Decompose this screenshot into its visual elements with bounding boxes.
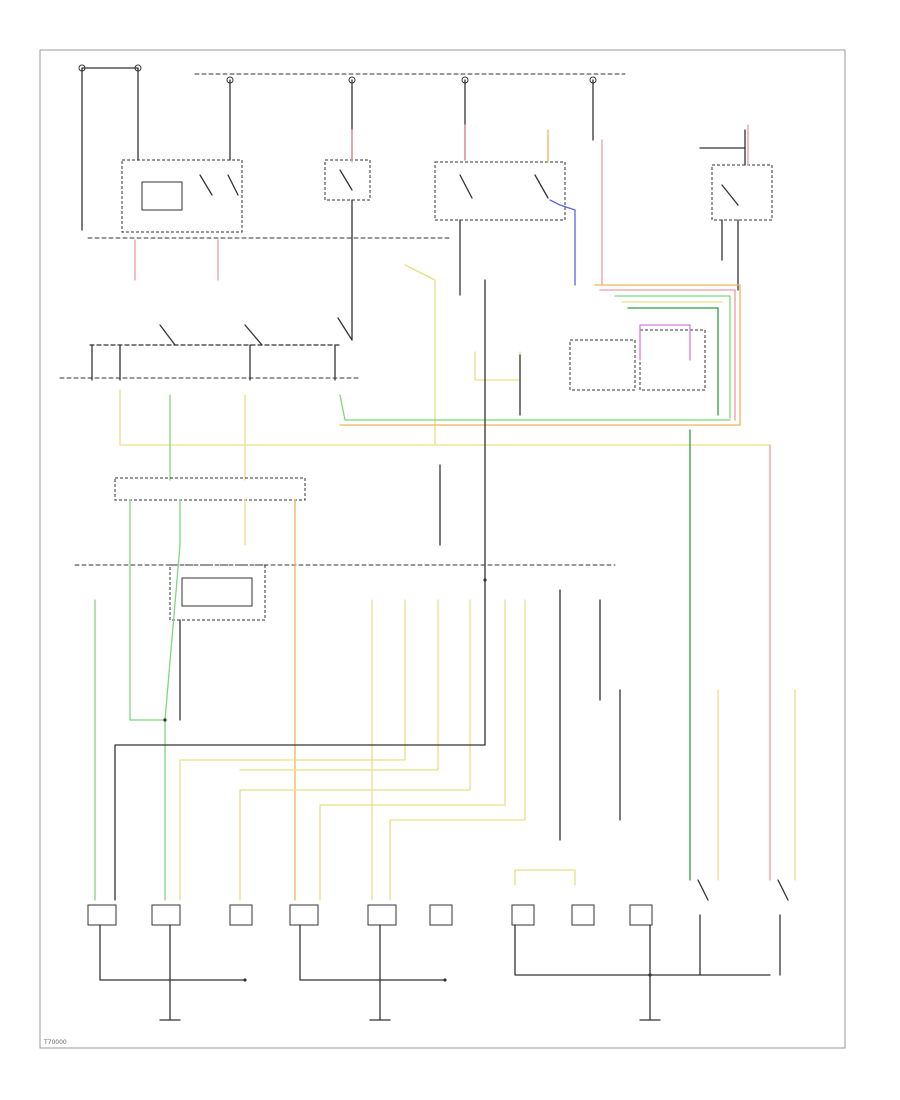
dimmer-switch	[324, 159, 371, 201]
diagram-border	[39, 49, 846, 1049]
lamp-row	[87, 879, 789, 926]
trailer-relay	[699, 129, 773, 291]
ground-bus	[99, 914, 781, 1021]
flasher-relay	[169, 564, 266, 621]
junction-connector	[74, 219, 616, 581]
fuse-section	[78, 64, 626, 231]
diagram-code: T70000	[43, 1039, 67, 1046]
hazard-switch	[434, 161, 566, 221]
combination-switch	[121, 159, 243, 233]
headlamp-switch	[59, 199, 361, 381]
trailer-connector	[339, 284, 741, 426]
